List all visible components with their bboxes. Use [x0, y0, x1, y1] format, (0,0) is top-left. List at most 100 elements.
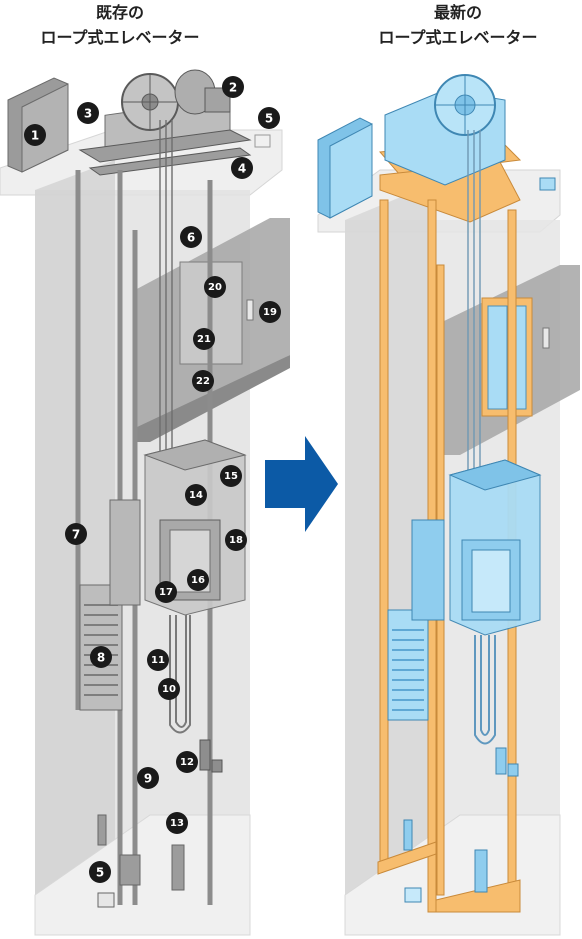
part-badge-22: 22 — [192, 370, 214, 392]
new-governor-box — [539, 177, 556, 191]
new-main-ropes — [467, 130, 481, 470]
badge-number: 20 — [208, 282, 222, 293]
badge-circle — [220, 465, 242, 487]
badge-circle — [204, 276, 226, 298]
part-badge-20: 20 — [204, 276, 226, 298]
badge-number: 21 — [197, 334, 211, 345]
existing-elevator-title: 既存の ロープ式エレベーター — [0, 0, 240, 50]
existing-title-line1: 既存の — [95, 3, 144, 22]
badge-number: 2 — [229, 81, 237, 95]
badge-number: 14 — [189, 490, 203, 501]
new-buffers — [403, 819, 488, 903]
part-badge-5: 5 — [258, 107, 280, 129]
badge-circle — [166, 812, 188, 834]
badge-circle — [155, 581, 177, 603]
new-title-line1: 最新の — [433, 3, 482, 22]
badge-number: 19 — [263, 307, 277, 318]
badge-circle — [259, 301, 281, 323]
badge-circle — [225, 529, 247, 551]
part-badge-1: 1 — [24, 124, 46, 146]
part-badge-12: 12 — [176, 751, 198, 773]
part-badge-4: 4 — [231, 157, 253, 179]
badge-number: 10 — [162, 684, 176, 695]
badge-circle — [185, 484, 207, 506]
badge-number: 1 — [31, 129, 39, 143]
badge-number: 6 — [187, 231, 195, 245]
badge-circle — [193, 328, 215, 350]
part-badge-6: 6 — [180, 226, 202, 248]
new-elevator — [317, 74, 580, 936]
part-badge-13: 13 — [166, 812, 188, 834]
part-badge-7: 7 — [65, 523, 87, 545]
part-badge-14: 14 — [185, 484, 207, 506]
badge-circle — [65, 523, 87, 545]
existing-travelling-cables — [169, 615, 191, 734]
badge-circle — [147, 649, 169, 671]
badge-circle — [89, 861, 111, 883]
badge-circle — [192, 370, 214, 392]
badge-number: 9 — [144, 772, 152, 786]
new-travelling-cables — [474, 635, 496, 745]
badge-number: 13 — [170, 818, 184, 829]
badge-number: 4 — [238, 162, 246, 176]
badge-number: 5 — [96, 866, 104, 880]
part-badge-3: 3 — [77, 102, 99, 124]
existing-buffers — [97, 814, 185, 908]
part-badge-11: 11 — [147, 649, 169, 671]
new-traction-machine — [384, 74, 506, 186]
part-badge-18: 18 — [225, 529, 247, 551]
existing-title-line2: ロープ式エレベーター — [40, 28, 200, 47]
badge-circle — [176, 751, 198, 773]
badge-number: 11 — [151, 655, 165, 666]
badge-circle — [137, 767, 159, 789]
part-badge-5: 5 — [89, 861, 111, 883]
badge-number: 5 — [265, 112, 273, 126]
part-badge-17: 17 — [155, 581, 177, 603]
existing-hoistway-switches — [199, 739, 223, 773]
part-badge-15: 15 — [220, 465, 242, 487]
existing-governor-box — [254, 134, 271, 148]
new-control-panel — [317, 117, 373, 219]
badge-circle — [24, 124, 46, 146]
existing-machine-beams — [78, 129, 252, 176]
part-badge-9: 9 — [137, 767, 159, 789]
existing-pit-floor — [34, 814, 251, 936]
upgrade-arrow-icon — [265, 436, 338, 532]
badge-circle — [77, 102, 99, 124]
existing-hall-button — [246, 299, 254, 321]
new-elevator-title: 最新の ロープ式エレベーター — [338, 0, 578, 50]
new-title-line2: ロープ式エレベーター — [378, 28, 538, 47]
badge-circle — [90, 646, 112, 668]
badge-number: 7 — [72, 528, 80, 542]
badge-circle — [258, 107, 280, 129]
badge-number: 12 — [180, 757, 194, 768]
part-badge-19: 19 — [259, 301, 281, 323]
existing-control-panel — [7, 77, 69, 173]
part-badge-10: 10 — [158, 678, 180, 700]
badge-number: 18 — [229, 535, 243, 546]
new-hall-button — [542, 327, 550, 349]
existing-shaft-side — [35, 160, 115, 935]
new-car — [411, 459, 542, 636]
existing-elevator — [0, 69, 290, 936]
part-badge-8: 8 — [90, 646, 112, 668]
new-counterweight — [387, 609, 429, 721]
badge-number: 22 — [196, 376, 210, 387]
badge-circle — [180, 226, 202, 248]
badge-number: 15 — [224, 471, 238, 482]
badge-number: 3 — [84, 107, 92, 121]
badge-number: 8 — [97, 651, 105, 665]
badge-circle — [222, 76, 244, 98]
new-hoistway-switches — [495, 747, 519, 777]
part-badge-21: 21 — [193, 328, 215, 350]
part-badge-16: 16 — [187, 569, 209, 591]
existing-main-ropes — [159, 120, 173, 460]
badge-number: 16 — [191, 575, 205, 586]
badge-number: 17 — [159, 587, 173, 598]
badge-circle — [158, 678, 180, 700]
badge-circle — [187, 569, 209, 591]
badge-circle — [231, 157, 253, 179]
part-badge-2: 2 — [222, 76, 244, 98]
